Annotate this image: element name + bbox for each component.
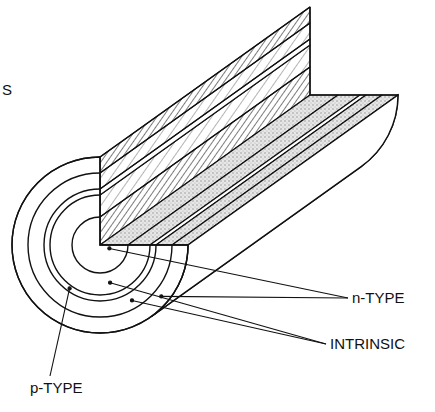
leader-line [161, 296, 348, 298]
top-edge [100, 7, 310, 157]
leader-line [50, 288, 70, 376]
leader-dot [160, 295, 163, 298]
outer-silhouette [151, 95, 398, 317]
leader-line [110, 283, 326, 344]
leader-dot [130, 299, 133, 302]
callout-label: p-TYPE [30, 380, 83, 397]
horizontal-cut-band [172, 95, 398, 245]
leader-line [109, 248, 348, 298]
leader-dot [108, 281, 111, 284]
leader-dot [68, 287, 71, 290]
leader-line [132, 300, 326, 344]
callout-label: n-TYPE [352, 290, 405, 307]
vertical-cut-band [100, 7, 310, 173]
callout-label: INTRINSIC [330, 336, 405, 353]
callout-label: S [2, 82, 12, 99]
cut-edge [100, 157, 188, 245]
leader-dot [108, 247, 111, 250]
outer-surface-face [151, 95, 398, 317]
far-cut-edge [310, 7, 398, 95]
outer-surface [151, 95, 398, 317]
